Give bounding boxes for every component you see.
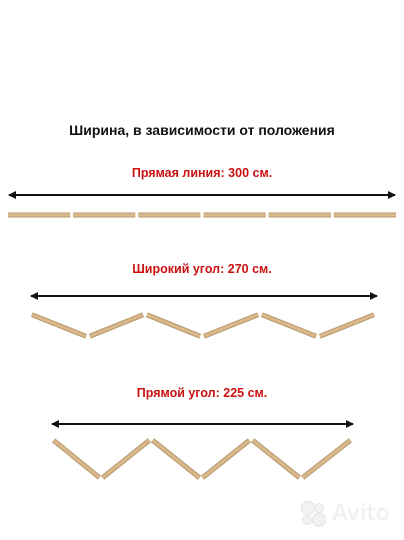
avito-logo-icon bbox=[299, 500, 327, 527]
planks-right-angle bbox=[51, 438, 352, 480]
panel-right-angle-6 bbox=[301, 439, 352, 479]
panel-right-angle-2 bbox=[101, 439, 151, 479]
diagram-title: Ширина, в зависимости от положения bbox=[69, 122, 335, 138]
panel-right-angle-5 bbox=[251, 439, 301, 479]
panel-right-angle-1 bbox=[52, 439, 101, 479]
caption-straight-line: Прямая линия: 300 см. bbox=[131, 166, 273, 180]
watermark-text: Avito bbox=[332, 500, 390, 526]
panel-wide-angle-6 bbox=[319, 313, 375, 338]
panel-wide-angle-3 bbox=[146, 313, 201, 338]
panel-wide-angle-5 bbox=[261, 313, 317, 338]
panel-right-angle-3 bbox=[151, 439, 201, 479]
panel-wide-angle-4 bbox=[203, 313, 259, 338]
panel-wide-angle-2 bbox=[89, 313, 144, 338]
planks-wide-angle bbox=[30, 312, 376, 339]
panel-wide-angle-1 bbox=[31, 313, 87, 338]
caption-wide-angle: Широкий угол: 270 см. bbox=[132, 262, 272, 276]
caption-right-angle: Прямой угол: 225 см. bbox=[136, 386, 268, 400]
avito-watermark: Avito bbox=[299, 500, 390, 527]
panel-right-angle-4 bbox=[201, 439, 251, 479]
